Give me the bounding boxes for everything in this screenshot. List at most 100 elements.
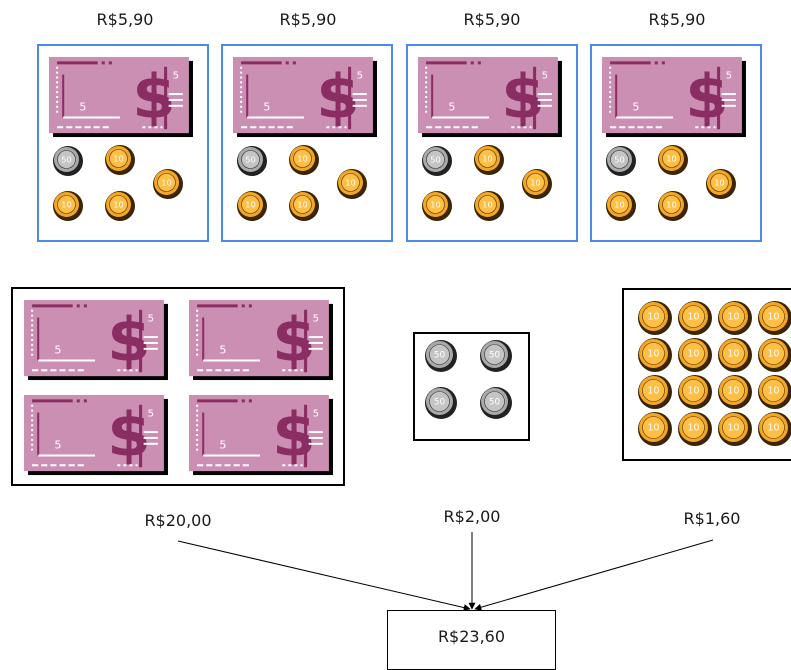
svg-text:10: 10 <box>430 200 441 210</box>
svg-text:$: $ <box>107 400 151 471</box>
group-3-coin-gold-1: 10 <box>474 145 504 175</box>
sum-coin10-1: 10 <box>638 301 672 335</box>
group-3-banknote: 5 $ 5 <box>418 57 562 138</box>
svg-text:$: $ <box>272 305 316 376</box>
svg-text:10: 10 <box>768 386 780 397</box>
group-4-price: R$5,90 <box>648 10 706 29</box>
svg-text:10: 10 <box>297 200 308 210</box>
svg-text:50: 50 <box>434 351 446 361</box>
svg-text:50: 50 <box>434 398 446 408</box>
group-2-banknote: 5 $ 5 <box>233 57 377 138</box>
sum-coin10-4: 10 <box>758 301 791 335</box>
svg-text:$: $ <box>685 62 729 133</box>
svg-text:10: 10 <box>482 200 493 210</box>
svg-text:50: 50 <box>430 155 441 165</box>
svg-text:5: 5 <box>219 344 226 357</box>
svg-text:$: $ <box>107 305 151 376</box>
sum-banknote-3: 5 $ 5 <box>24 395 168 476</box>
group-4-coin-gold-3: 10 <box>606 191 636 221</box>
svg-text:5: 5 <box>148 314 154 325</box>
svg-text:5: 5 <box>148 409 154 420</box>
svg-text:10: 10 <box>728 349 740 360</box>
svg-text:5: 5 <box>219 439 226 452</box>
sum-banknote-2: 5 $ 5 <box>189 300 333 381</box>
group-2-coin-gold-4: 10 <box>289 191 319 221</box>
svg-text:10: 10 <box>530 178 541 188</box>
svg-text:5: 5 <box>313 314 319 325</box>
svg-text:5: 5 <box>357 71 363 82</box>
svg-text:50: 50 <box>614 155 625 165</box>
svg-text:10: 10 <box>688 423 700 434</box>
svg-text:10: 10 <box>648 386 660 397</box>
svg-text:5: 5 <box>313 409 319 420</box>
svg-text:5: 5 <box>263 101 270 114</box>
sum-coin10-10: 10 <box>678 375 712 409</box>
sum-coin10-9: 10 <box>638 375 672 409</box>
svg-text:50: 50 <box>61 155 72 165</box>
svg-text:10: 10 <box>648 349 660 360</box>
svg-text:5: 5 <box>79 101 86 114</box>
coins50-sum-label: R$2,00 <box>443 507 501 526</box>
arrow-from-coins10 <box>474 539 714 611</box>
svg-text:50: 50 <box>245 155 256 165</box>
sum-coin10-8: 10 <box>758 338 791 372</box>
group-1-banknote: 5 $ 5 <box>49 57 193 138</box>
svg-text:10: 10 <box>768 423 780 434</box>
svg-text:5: 5 <box>173 71 179 82</box>
group-1-coin-silver: 50 <box>53 146 83 176</box>
sum-banknote-1: 5 $ 5 <box>24 300 168 381</box>
svg-text:10: 10 <box>768 312 780 323</box>
svg-text:50: 50 <box>489 351 501 361</box>
group-3-price: R$5,90 <box>463 10 521 29</box>
group-4-coin-gold-2: 10 <box>706 169 736 199</box>
svg-text:5: 5 <box>542 71 548 82</box>
svg-text:10: 10 <box>728 423 740 434</box>
svg-text:10: 10 <box>345 178 356 188</box>
sum-coin50-2: 50 <box>480 340 512 372</box>
sum-coin10-15: 10 <box>718 412 752 446</box>
group-2-coin-gold-1: 10 <box>289 145 319 175</box>
svg-text:10: 10 <box>113 154 124 164</box>
group-4-coin-gold-1: 10 <box>658 145 688 175</box>
sum-coin50-4: 50 <box>480 387 512 419</box>
svg-text:10: 10 <box>161 178 172 188</box>
svg-text:10: 10 <box>113 200 124 210</box>
group-4-coin-gold-4: 10 <box>658 191 688 221</box>
svg-text:10: 10 <box>728 312 740 323</box>
sum-coin50-3: 50 <box>425 387 457 419</box>
svg-text:5: 5 <box>54 344 61 357</box>
group-1-coin-gold-3: 10 <box>53 191 83 221</box>
svg-text:10: 10 <box>666 154 677 164</box>
group-3-coin-gold-4: 10 <box>474 191 504 221</box>
sum-coin10-5: 10 <box>638 338 672 372</box>
svg-text:5: 5 <box>632 101 639 114</box>
svg-text:10: 10 <box>768 349 780 360</box>
sum-coin50-1: 50 <box>425 340 457 372</box>
sum-coin10-11: 10 <box>718 375 752 409</box>
group-1-coin-gold-1: 10 <box>105 145 135 175</box>
group-2-coin-gold-3: 10 <box>237 191 267 221</box>
sum-coin10-3: 10 <box>718 301 752 335</box>
group-3-coin-gold-2: 10 <box>522 169 552 199</box>
svg-text:10: 10 <box>245 200 256 210</box>
notes-sum-label: R$20,00 <box>144 511 212 530</box>
group-2-coin-silver: 50 <box>237 146 267 176</box>
svg-text:$: $ <box>501 62 545 133</box>
svg-text:$: $ <box>272 400 316 471</box>
group-4-coin-silver: 50 <box>606 146 636 176</box>
svg-text:50: 50 <box>489 398 501 408</box>
svg-text:10: 10 <box>614 200 625 210</box>
svg-text:10: 10 <box>714 178 725 188</box>
group-4-banknote: 5 $ 5 <box>602 57 746 138</box>
svg-text:10: 10 <box>297 154 308 164</box>
group-2-price: R$5,90 <box>279 10 337 29</box>
group-1-price: R$5,90 <box>96 10 154 29</box>
sum-coin10-14: 10 <box>678 412 712 446</box>
svg-text:10: 10 <box>648 312 660 323</box>
group-1-coin-gold-4: 10 <box>105 191 135 221</box>
group-3-coin-silver: 50 <box>422 146 452 176</box>
sum-coin10-2: 10 <box>678 301 712 335</box>
svg-text:10: 10 <box>666 200 677 210</box>
